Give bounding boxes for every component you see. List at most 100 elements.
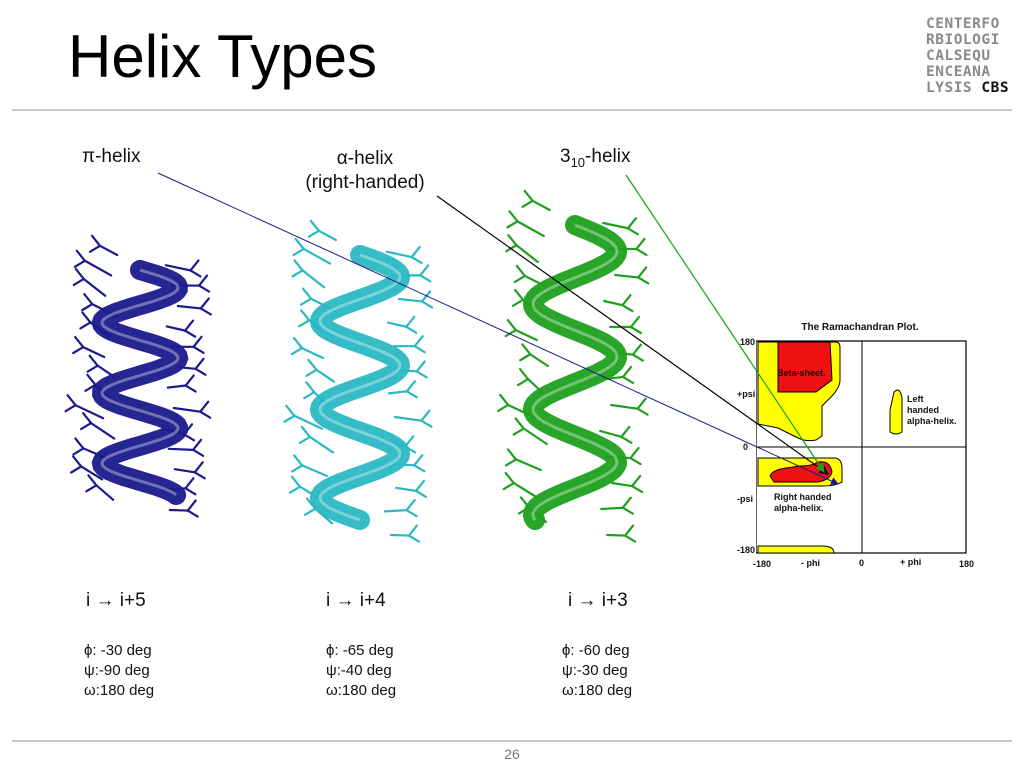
- x-tick-plus-phi: + phi: [900, 557, 922, 567]
- side-chain-stick: [629, 456, 642, 466]
- side-chain-stick: [603, 299, 624, 307]
- left-helix-line: Left: [907, 394, 924, 404]
- side-chain-stick: [299, 297, 313, 306]
- side-chain-stick: [165, 325, 187, 332]
- side-chain-stick: [502, 481, 515, 491]
- side-chain-stick: [602, 221, 629, 230]
- side-chain-stick: [303, 391, 316, 400]
- side-chain-stick: [89, 422, 116, 440]
- three10-omega: ω:180 deg: [562, 682, 633, 699]
- side-chain-stick: [173, 468, 196, 474]
- side-chain-stick: [80, 465, 104, 481]
- helix-illustrations: [64, 189, 650, 543]
- pi-angles: ϕ: -30 deg ψ:-90 deg ω:180 deg: [84, 641, 154, 701]
- side-chain-stick: [387, 390, 408, 395]
- helix-ribbon: [309, 245, 411, 530]
- side-chain-stick: [82, 345, 106, 359]
- side-chain-stick: [305, 368, 318, 377]
- side-chain-stick: [516, 220, 545, 238]
- side-chain-stick: [304, 507, 317, 516]
- three10-text: -helix: [585, 146, 631, 167]
- side-chain-stick: [610, 403, 639, 410]
- three-symbol: 3: [560, 146, 571, 167]
- side-chain-stick: [410, 255, 423, 265]
- side-chain-stick: [626, 227, 639, 236]
- side-chain-stick: [192, 335, 203, 348]
- logo-line-last: LYSIS CBS: [926, 80, 1016, 96]
- x-tick-minus-phi: - phi: [801, 558, 820, 568]
- side-chain-stick: [186, 509, 199, 518]
- side-chain-stick: [72, 345, 85, 355]
- ramachandran-title: The Ramachandran Plot.: [801, 322, 919, 333]
- side-chain-stick: [300, 425, 311, 439]
- side-chain-stick: [512, 427, 525, 436]
- side-chain-stick: [75, 249, 86, 262]
- alpha-handedness: (right-handed): [305, 172, 425, 193]
- side-chain-stick: [315, 368, 336, 383]
- side-chain-stick: [414, 489, 428, 498]
- side-chain-stick: [415, 370, 428, 379]
- side-chain-stick: [420, 300, 434, 309]
- side-chain-stick: [521, 199, 534, 208]
- alpha-angles: ϕ: -65 deg ψ:-40 deg ω:180 deg: [326, 641, 396, 701]
- left-helix-region: [889, 389, 903, 435]
- side-chain-stick: [64, 404, 77, 413]
- side-chain-stick: [624, 534, 637, 543]
- three10-phi: ϕ: -60 deg: [562, 642, 630, 659]
- y-tick-plus-psi: +psi: [737, 389, 756, 399]
- side-chain-stick: [635, 237, 646, 251]
- side-chain-stick: [167, 447, 195, 451]
- alpha-helix-label: α-helix (right-handed): [290, 147, 440, 195]
- side-chain-stick: [79, 321, 92, 330]
- side-chain-stick: [298, 435, 311, 445]
- ten-subscript: 10: [570, 154, 586, 170]
- side-chain-stick: [516, 377, 530, 387]
- side-chain-stick: [79, 422, 93, 431]
- logo-cbs: CBS: [981, 80, 1010, 96]
- pi-phi: ϕ: -30 deg: [84, 642, 152, 659]
- side-chain-stick: [74, 335, 85, 349]
- side-chain-stick: [513, 274, 526, 284]
- page-number: 26: [504, 746, 520, 762]
- side-chain-stick: [394, 486, 418, 492]
- bottom-allowed-region: [757, 545, 835, 554]
- pi-text: -helix: [95, 146, 141, 167]
- side-chain-stick: [407, 534, 421, 543]
- side-chain-stick: [192, 345, 205, 354]
- side-chain-stick: [301, 269, 326, 289]
- side-chain-stick: [636, 397, 647, 410]
- right-helix-label: Right handed alpha-helix.: [774, 492, 832, 514]
- side-chain-stick: [636, 407, 649, 416]
- side-chain-stick: [637, 276, 650, 285]
- side-chain-stick: [414, 479, 426, 492]
- side-chain-stick: [629, 446, 640, 460]
- side-chain-stick: [193, 461, 204, 474]
- side-chain-stick: [515, 244, 539, 264]
- title-divider: [12, 109, 1012, 111]
- y-tick-minus-180: -180: [737, 545, 756, 555]
- side-chain-stick: [506, 220, 519, 229]
- side-chain-stick: [419, 264, 430, 277]
- side-chain-stick: [309, 219, 320, 232]
- side-chain-stick: [288, 485, 302, 494]
- side-chain-stick: [522, 427, 548, 446]
- x-tick-0: 0: [859, 558, 865, 568]
- side-chain-stick: [621, 365, 633, 379]
- side-chain-stick: [405, 499, 416, 512]
- side-chain-stick: [405, 380, 416, 393]
- side-chain-stick: [74, 267, 85, 281]
- footer-divider: [12, 740, 1012, 742]
- side-chain-stick: [301, 464, 329, 478]
- side-chain-stick: [301, 287, 313, 300]
- side-chain-stick: [508, 210, 519, 223]
- side-chain-stick: [629, 325, 643, 335]
- side-chain-stick: [72, 277, 85, 287]
- three10-helix-arrow: [625, 174, 825, 473]
- side-chain-stick: [621, 496, 632, 509]
- side-chain-stick: [83, 259, 113, 277]
- side-chain-stick: [393, 415, 423, 422]
- alpha-phi: ϕ: -65 deg: [326, 642, 394, 659]
- right-helix-line: alpha-helix.: [774, 503, 824, 513]
- side-chain-stick: [291, 464, 304, 473]
- three10-helix-image: [497, 189, 650, 543]
